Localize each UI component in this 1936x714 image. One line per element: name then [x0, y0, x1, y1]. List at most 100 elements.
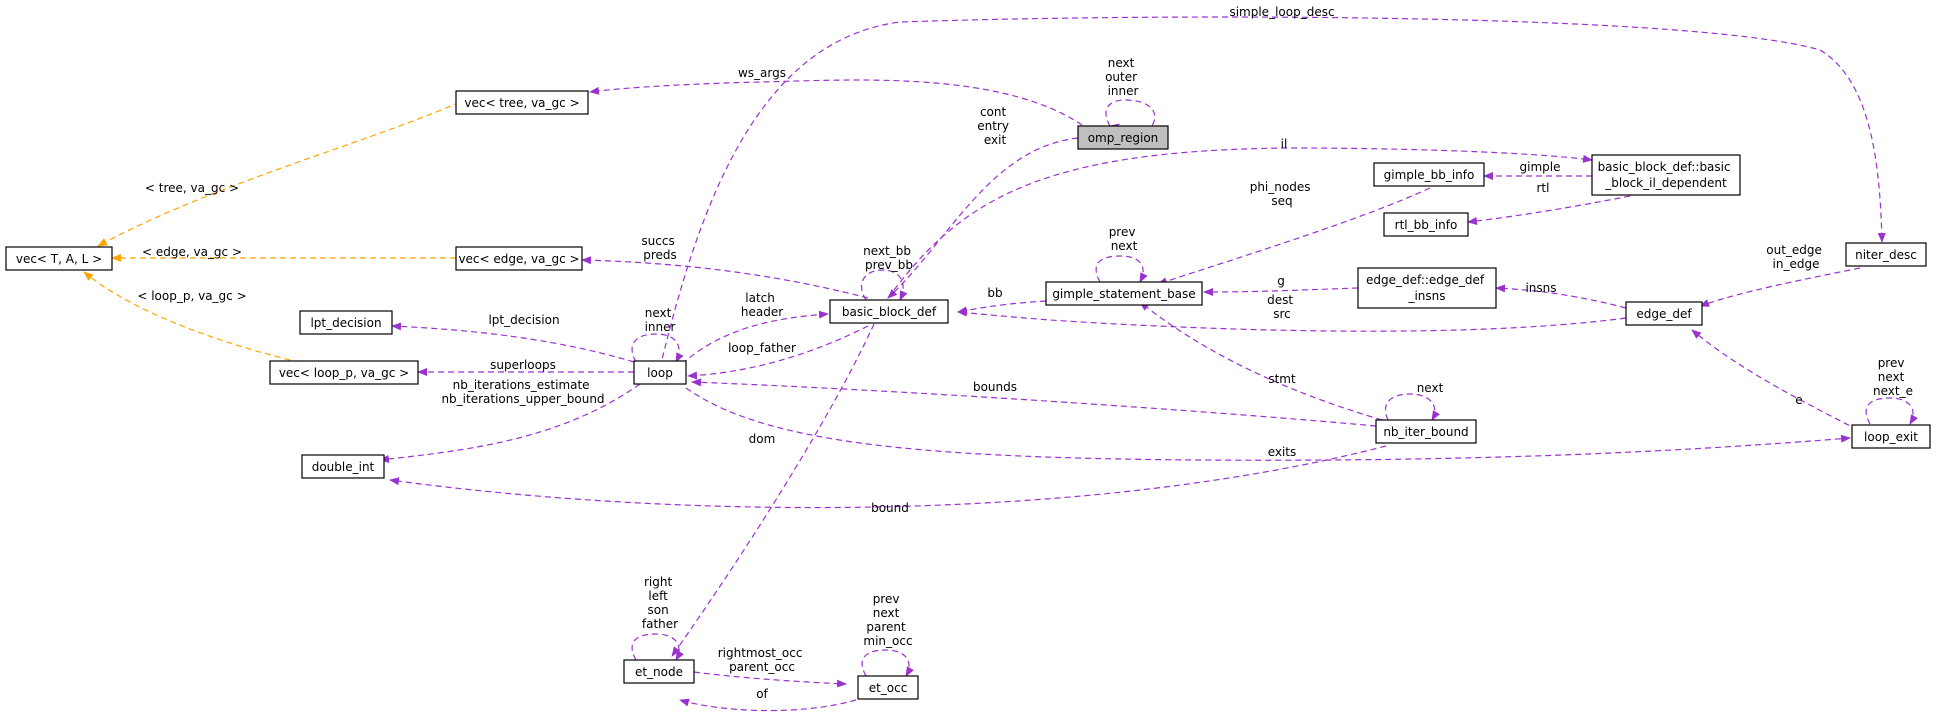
- label-omp-inner: inner: [1108, 84, 1139, 98]
- label-etn-self: right left son father: [642, 575, 678, 631]
- label-omp-outer: outer: [1105, 70, 1137, 84]
- node-edge-def[interactable]: edge_def: [1625, 301, 1703, 326]
- node-rtl-bb-info[interactable]: rtl_bb_info: [1383, 212, 1469, 237]
- edge-bb-il: [887, 147, 1593, 299]
- edge-omp-self: [1105, 99, 1156, 132]
- label-simple-loop-desc: simple_loop_desc: [1229, 5, 1334, 19]
- edge-nbib-self: [1384, 393, 1440, 421]
- node-gimple-statement-base[interactable]: gimple_statement_base: [1045, 281, 1203, 306]
- node-loop-label: loop: [647, 366, 673, 380]
- node-basic-block-def-label: basic_block_def: [842, 305, 937, 319]
- node-nb-iter-bound[interactable]: nb_iter_bound: [1375, 419, 1477, 444]
- label-stmt: stmt: [1268, 372, 1296, 386]
- node-et-occ[interactable]: et_occ: [857, 675, 919, 700]
- edge-loop-self: [631, 333, 684, 363]
- label-ws-args: ws_args: [738, 66, 786, 80]
- node-bb-il-dependent-line1: basic_block_def::basic: [1598, 160, 1731, 174]
- label-etn-father: father: [642, 617, 678, 631]
- label-etocc-prev: prev: [873, 592, 900, 606]
- edge-nbib-to-loop: [691, 378, 1377, 427]
- edge-gimple-bb-to-gsb: [1157, 187, 1431, 286]
- node-loop-exit[interactable]: loop_exit: [1851, 424, 1931, 449]
- node-nb-iter-bound-label: nb_iter_bound: [1383, 425, 1468, 439]
- edge-il-to-rtl-bb: [1467, 193, 1641, 225]
- label-il: il: [1281, 137, 1288, 151]
- node-niter-desc[interactable]: niter_desc: [1845, 242, 1927, 267]
- node-loop[interactable]: loop: [633, 360, 687, 385]
- node-vec-loop-p-label: vec< loop_p, va_gc >: [279, 366, 409, 380]
- edges: [83, 16, 1918, 712]
- node-vec-edge-label: vec< edge, va_gc >: [458, 252, 579, 266]
- edge-insns-to-gsb: [1203, 287, 1359, 296]
- label-gsb-next: next: [1111, 239, 1138, 253]
- label-le-self: prev next next_e: [1873, 356, 1913, 398]
- label-edge-va-gc: < edge, va_gc >: [142, 245, 242, 259]
- edge-loop-exit-to-edge-def: [1691, 329, 1859, 431]
- label-superloops: superloops: [490, 358, 556, 372]
- node-vec-tal[interactable]: vec< T, A, L >: [5, 246, 113, 271]
- node-vec-edge[interactable]: vec< edge, va_gc >: [455, 246, 583, 271]
- label-prev-bb: prev_bb: [865, 258, 913, 272]
- node-bb-il-dependent[interactable]: basic_block_def::basic _block_il_depende…: [1591, 154, 1741, 196]
- node-gimple-bb-info[interactable]: gimple_bb_info: [1373, 162, 1485, 187]
- label-cont-entry-exit: cont entry exit: [977, 105, 1013, 147]
- label-loop-father: loop_father: [728, 341, 796, 355]
- label-rightmost-parent: rightmost_occ parent_occ: [718, 646, 807, 674]
- edge-et-occ-self: [861, 649, 914, 677]
- edge-et-node-to-et-occ: [693, 671, 847, 688]
- node-basic-block-def[interactable]: basic_block_def: [829, 299, 949, 324]
- edge-niter-to-edge-def: [1699, 267, 1861, 307]
- node-vec-tal-label: vec< T, A, L >: [16, 252, 102, 266]
- edge-simple-loop-desc: [659, 16, 1886, 369]
- label-parent-occ: parent_occ: [729, 660, 795, 674]
- label-nb-iterations: nb_iterations_estimate nb_iterations_upp…: [441, 378, 604, 406]
- edge-bb-to-vec-edge: [581, 256, 869, 299]
- label-in-edge: in_edge: [1773, 257, 1820, 271]
- edge-omp-to-bb: [887, 137, 1079, 299]
- label-etocc-self: prev next parent min_occ: [863, 592, 912, 648]
- edge-vec-loop-p-to-vec-tal: [83, 271, 291, 361]
- edge-loop-to-lpt: [391, 322, 635, 363]
- label-nb-iterations-estimate: nb_iterations_estimate: [453, 378, 590, 392]
- label-phi-nodes-seq: phi_nodes seq: [1250, 180, 1315, 208]
- node-et-node-label: et_node: [635, 665, 683, 679]
- label-dest: dest: [1267, 293, 1293, 307]
- node-loop-exit-label: loop_exit: [1864, 430, 1918, 444]
- label-etn-left: left: [648, 589, 668, 603]
- label-etn-son: son: [647, 603, 668, 617]
- label-rtl: rtl: [1537, 181, 1550, 195]
- edge-labels: simple_loop_desc ws_args next outer inne…: [137, 5, 1913, 701]
- edge-gsb-to-bb: [957, 300, 1047, 315]
- label-latch-header: latch header: [741, 291, 783, 319]
- label-preds: preds: [643, 248, 677, 262]
- edge-et-occ-to-et-node: [679, 698, 857, 712]
- node-lpt-decision-label: lpt_decision: [310, 316, 381, 330]
- edge-loop-to-loop-exit: [685, 387, 1851, 461]
- label-next-bb: next_bb: [863, 244, 911, 258]
- node-double-int[interactable]: double_int: [301, 454, 385, 479]
- node-et-node[interactable]: et_node: [623, 659, 695, 684]
- label-dom: dom: [749, 432, 776, 446]
- label-etocc-min-occ: min_occ: [863, 634, 912, 648]
- label-le-next-e: next_e: [1873, 384, 1913, 398]
- label-loop-next: next: [645, 306, 672, 320]
- label-gsb-self: prev next: [1109, 225, 1140, 253]
- edge-bb-to-loop: [687, 325, 869, 380]
- label-bb-self: next_bb prev_bb: [863, 244, 915, 272]
- label-out-edge: out_edge: [1766, 243, 1822, 257]
- label-src: src: [1273, 307, 1291, 321]
- node-lpt-decision[interactable]: lpt_decision: [299, 310, 393, 335]
- edge-loop-to-bb: [681, 310, 829, 365]
- label-etocc-parent: parent: [866, 620, 906, 634]
- edge-loop-exit-self: [1865, 397, 1918, 425]
- node-edge-def-insns[interactable]: edge_def::edge_def _insns: [1357, 267, 1497, 309]
- edge-gsb-self: [1095, 255, 1148, 283]
- node-vec-loop-p[interactable]: vec< loop_p, va_gc >: [269, 360, 419, 385]
- edge-ws-args: [589, 79, 1083, 126]
- label-gsb-prev: prev: [1109, 225, 1136, 239]
- node-omp-region[interactable]: omp_region: [1077, 125, 1169, 150]
- node-bb-il-dependent-line2: _block_il_dependent: [1604, 176, 1727, 190]
- label-entry: entry: [977, 119, 1009, 133]
- label-nbib-self: next: [1417, 381, 1444, 395]
- node-vec-tree[interactable]: vec< tree, va_gc >: [455, 90, 589, 115]
